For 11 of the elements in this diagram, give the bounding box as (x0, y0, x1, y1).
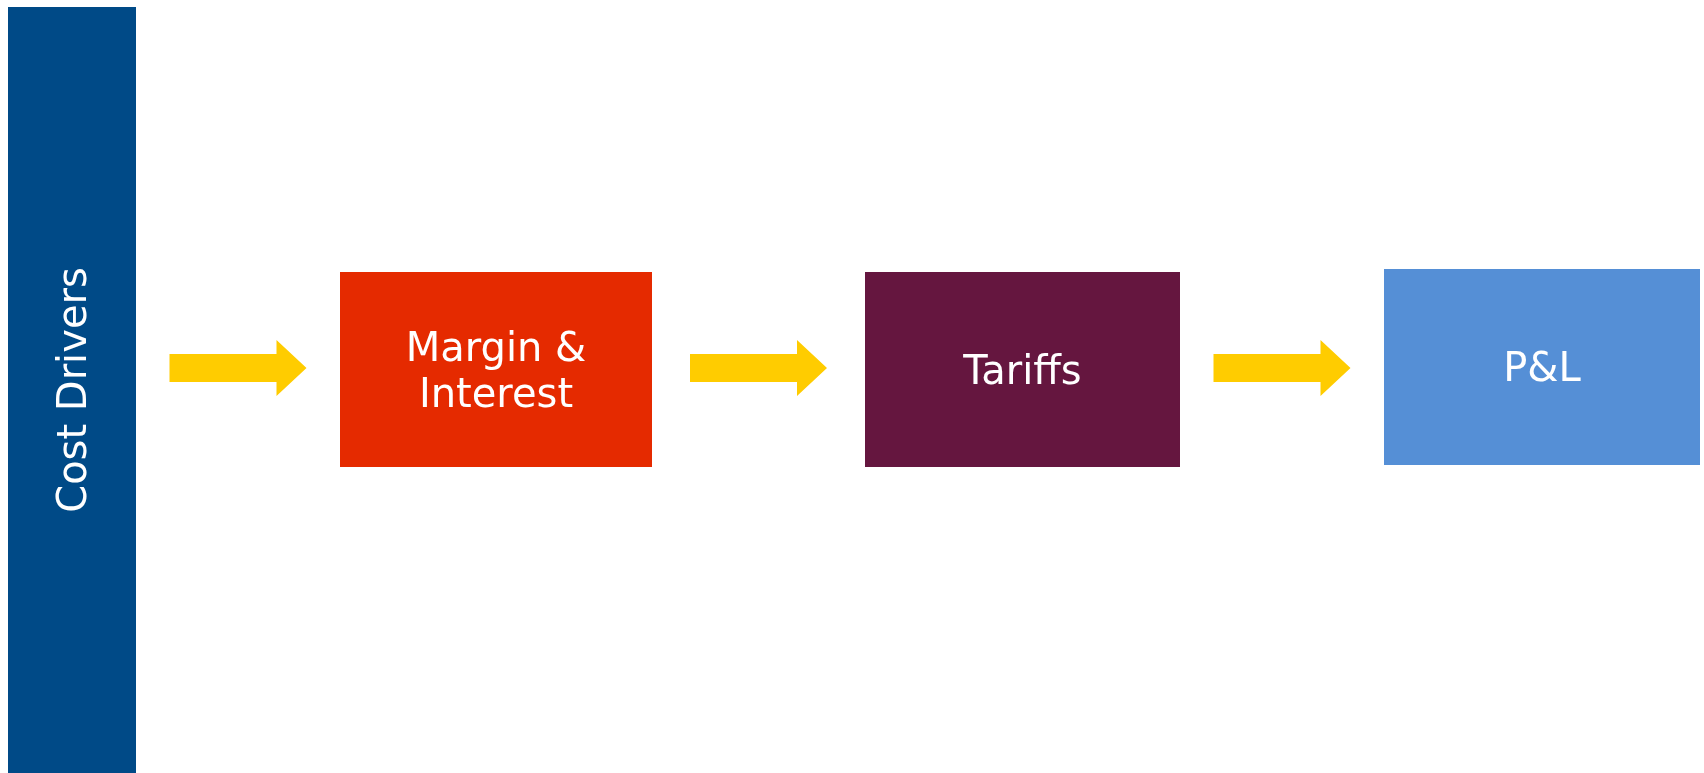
vertical-band (8, 7, 136, 773)
node-label: Cost Drivers (49, 267, 95, 513)
process-box (865, 272, 1180, 467)
process-box (1384, 269, 1700, 465)
node-label: Tariffs (963, 346, 1082, 393)
node-label: Margin & Interest (404, 323, 588, 416)
block-arrow (169, 340, 307, 396)
process-box (340, 272, 652, 467)
block-arrow (1213, 340, 1351, 396)
block-arrow (690, 340, 827, 396)
node-label: P&L (1503, 344, 1581, 390)
